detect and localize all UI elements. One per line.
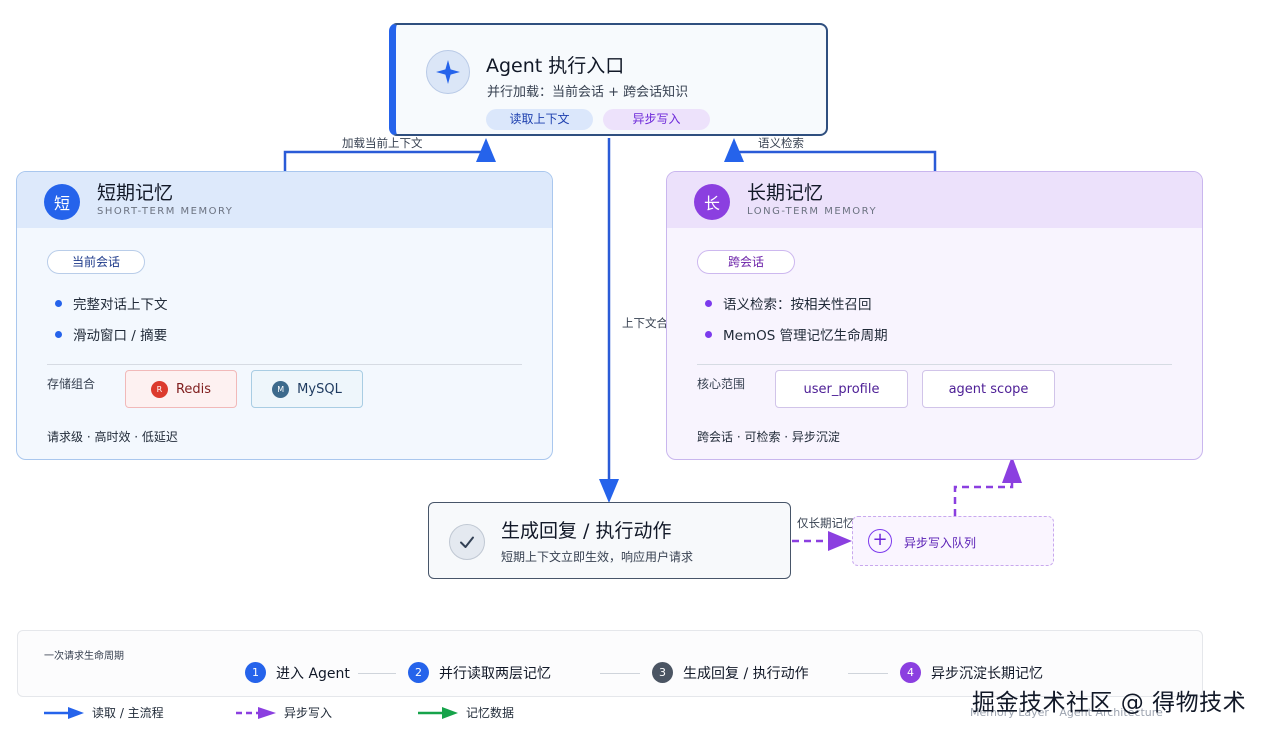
generate-response-box: 生成回复 / 执行动作 短期上下文立即生效，响应用户请求 bbox=[428, 502, 791, 579]
edge-label-semantic-search: 语义检索 bbox=[758, 136, 804, 150]
long-term-subtitle: LONG-TERM MEMORY bbox=[747, 206, 878, 217]
plus-icon: + bbox=[868, 529, 892, 553]
short-term-badge: 短 bbox=[44, 184, 80, 220]
legend-read-label: 读取 / 主流程 bbox=[92, 706, 164, 720]
edge-label-long-only: 仅长期记忆 bbox=[797, 516, 855, 530]
async-write-queue: + 异步写入队列 bbox=[852, 516, 1054, 566]
cross-session-tag: 跨会话 bbox=[697, 250, 795, 274]
edge-label-load-context: 加载当前上下文 bbox=[342, 136, 423, 150]
step-separator bbox=[848, 673, 888, 674]
watermark: 掘金技术社区 @ 得物技术 bbox=[972, 690, 1247, 716]
short-term-header: 短 短期记忆 SHORT-TERM MEMORY bbox=[17, 172, 552, 228]
bullet-dot bbox=[705, 331, 712, 338]
architecture-caption: Memory Layer · Agent Architecture bbox=[970, 706, 1163, 719]
long-term-badge: 长 bbox=[694, 184, 730, 220]
short-term-bullet: 滑动窗口 / 摘要 bbox=[55, 324, 167, 344]
legend-data: 记忆数据 bbox=[418, 704, 514, 721]
lifecycle-step-3: 3 生成回复 / 执行动作 bbox=[652, 662, 809, 683]
edge-queue-to-long bbox=[953, 478, 1014, 516]
scope-label: 核心范围 bbox=[697, 377, 746, 391]
divider bbox=[47, 364, 522, 365]
arrowhead-long-to-entry bbox=[724, 138, 744, 162]
queue-label: 异步写入队列 bbox=[904, 536, 977, 550]
long-term-header: 长 长期记忆 LONG-TERM MEMORY bbox=[667, 172, 1202, 228]
step-number: 1 bbox=[245, 662, 266, 683]
entry-subtitle: 并行加载：当前会话 + 跨会话知识 bbox=[487, 85, 689, 100]
dashed-purple-arrow-icon bbox=[236, 706, 276, 719]
divider bbox=[697, 364, 1172, 365]
entry-title: Agent 执行入口 bbox=[486, 55, 625, 77]
legend-data-label: 记忆数据 bbox=[466, 706, 515, 720]
legend-async: 异步写入 bbox=[236, 704, 332, 721]
short-term-footer: 请求级 · 高时效 · 低延迟 bbox=[47, 430, 178, 444]
arrowhead-entry-to-generate bbox=[599, 479, 619, 503]
long-term-title: 长期记忆 bbox=[747, 182, 824, 204]
short-term-memory-card: 短 短期记忆 SHORT-TERM MEMORY 当前会话 完整对话上下文 滑动… bbox=[16, 171, 553, 460]
long-term-bullet: 语义检索：按相关性召回 bbox=[705, 293, 872, 313]
lifecycle-step-4: 4 异步沉淀长期记忆 bbox=[900, 662, 1043, 683]
step-number: 2 bbox=[408, 662, 429, 683]
edge-label-merge-context: 上下文合并 bbox=[622, 316, 680, 330]
lifecycle-step-1: 1 进入 Agent bbox=[245, 662, 350, 683]
legend-read: 读取 / 主流程 bbox=[44, 704, 164, 721]
redis-icon: R bbox=[150, 380, 168, 398]
short-term-title: 短期记忆 bbox=[97, 182, 174, 204]
lifecycle-step-2: 2 并行读取两层记忆 bbox=[408, 662, 551, 683]
agent-scope-chip: agent scope bbox=[922, 370, 1055, 408]
generate-subtitle: 短期上下文立即生效，响应用户请求 bbox=[501, 550, 694, 564]
mysql-icon: M bbox=[272, 380, 290, 398]
async-write-pill: 异步写入 bbox=[603, 109, 710, 130]
step-separator bbox=[600, 673, 640, 674]
step-label: 并行读取两层记忆 bbox=[439, 665, 551, 682]
redis-label: Redis bbox=[175, 381, 212, 397]
arrowhead-queue-to-long bbox=[1002, 456, 1022, 483]
step-label: 异步沉淀长期记忆 bbox=[931, 665, 1043, 682]
lifecycle-title: 一次请求生命周期 bbox=[44, 651, 124, 662]
agent-entry-box: Agent 执行入口 并行加载：当前会话 + 跨会话知识 读取上下文 异步写入 bbox=[389, 23, 828, 136]
long-term-bullet: MemOS 管理记忆生命周期 bbox=[705, 324, 888, 344]
mysql-chip: M MySQL bbox=[251, 370, 363, 408]
request-lifecycle-panel: 一次请求生命周期 1 进入 Agent 2 并行读取两层记忆 3 生成回复 / … bbox=[17, 630, 1203, 697]
user-profile-chip: user_profile bbox=[775, 370, 908, 408]
step-label: 生成回复 / 执行动作 bbox=[683, 665, 809, 682]
solid-green-arrow-icon bbox=[418, 706, 458, 719]
check-icon bbox=[449, 524, 485, 560]
generate-title: 生成回复 / 执行动作 bbox=[501, 520, 672, 542]
legend-async-label: 异步写入 bbox=[284, 706, 333, 720]
bullet-dot bbox=[705, 300, 712, 307]
short-term-subtitle: SHORT-TERM MEMORY bbox=[97, 206, 234, 217]
arrowhead-generate-to-queue bbox=[828, 531, 852, 551]
current-session-tag: 当前会话 bbox=[47, 250, 145, 274]
step-number: 4 bbox=[900, 662, 921, 683]
storage-label: 存储组合 bbox=[47, 377, 96, 391]
arrowhead-short-to-entry bbox=[476, 138, 496, 162]
solid-blue-arrow-icon bbox=[44, 706, 84, 719]
read-context-pill: 读取上下文 bbox=[486, 109, 593, 130]
redis-chip: R Redis bbox=[125, 370, 237, 408]
short-term-bullet: 完整对话上下文 bbox=[55, 293, 168, 313]
step-label: 进入 Agent bbox=[276, 665, 350, 682]
long-term-footer: 跨会话 · 可检索 · 异步沉淀 bbox=[697, 430, 840, 444]
mysql-label: MySQL bbox=[297, 381, 342, 397]
bullet-dot bbox=[55, 300, 62, 307]
bullet-dot bbox=[55, 331, 62, 338]
long-term-memory-card: 长 长期记忆 LONG-TERM MEMORY 跨会话 语义检索：按相关性召回 … bbox=[666, 171, 1203, 460]
step-number: 3 bbox=[652, 662, 673, 683]
step-separator bbox=[358, 673, 396, 674]
sparkle-icon bbox=[426, 50, 470, 94]
